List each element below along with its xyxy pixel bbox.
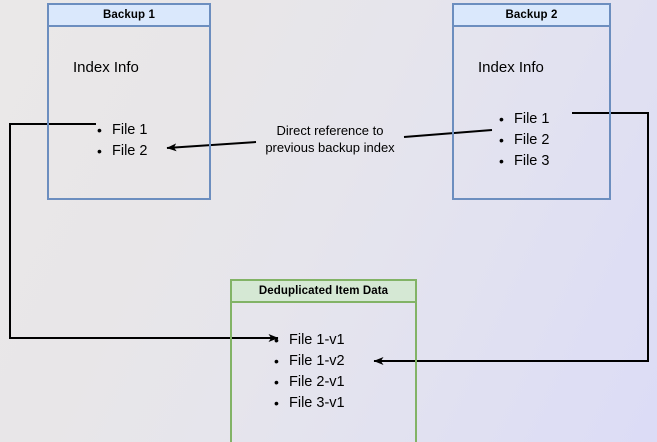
node-backup-1[interactable]: Backup 1 Index Info File 1 File 2: [47, 3, 211, 200]
node-backup-2[interactable]: Backup 2 Index Info File 1 File 2 File 3: [452, 3, 611, 200]
dedup-body: File 1-v1 File 1-v2 File 2-v1 File 3-v1: [232, 303, 415, 442]
dedup-header: Deduplicated Item Data: [232, 281, 415, 303]
backup-1-body: Index Info File 1 File 2: [49, 27, 209, 198]
list-item[interactable]: File 3-v1: [274, 393, 345, 414]
backup-2-header: Backup 2: [454, 5, 609, 27]
list-item[interactable]: File 2-v1: [274, 372, 345, 393]
dedup-file-list: File 1-v1 File 1-v2 File 2-v1 File 3-v1: [274, 330, 345, 414]
backup-2-body: Index Info File 1 File 2 File 3: [454, 27, 609, 198]
backup-2-index-label: Index Info: [478, 59, 544, 76]
node-deduplicated-item-data[interactable]: Deduplicated Item Data File 1-v1 File 1-…: [230, 279, 417, 442]
list-item[interactable]: File 3: [499, 151, 549, 172]
list-item[interactable]: File 1: [97, 120, 147, 141]
backup-2-file-list: File 1 File 2 File 3: [499, 109, 549, 172]
list-item[interactable]: File 1-v1: [274, 330, 345, 351]
list-item[interactable]: File 2: [97, 141, 147, 162]
list-item[interactable]: File 2: [499, 130, 549, 151]
direct-reference-caption: Direct reference to previous backup inde…: [265, 123, 395, 155]
list-item[interactable]: File 1-v2: [274, 351, 345, 372]
backup-1-file-list: File 1 File 2: [97, 120, 147, 162]
backup-1-header: Backup 1: [49, 5, 209, 27]
backup-1-index-label: Index Info: [73, 59, 139, 76]
list-item[interactable]: File 1: [499, 109, 549, 130]
